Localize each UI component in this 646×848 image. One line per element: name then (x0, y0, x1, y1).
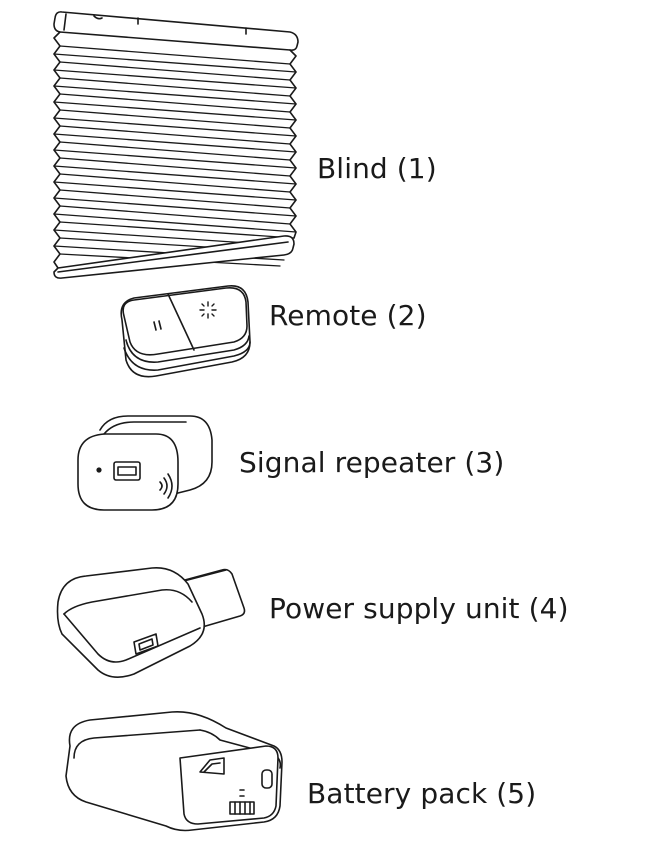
power-supply-icon (52, 562, 248, 682)
part-label: Signal repeater (3) (239, 446, 505, 479)
battery-pack-icon (60, 710, 286, 834)
part-label: Remote (2) (269, 299, 427, 332)
blind-icon (40, 6, 310, 282)
signal-repeater-icon (74, 412, 216, 516)
part-label: Power supply unit (4) (269, 592, 569, 625)
remote-icon (112, 280, 254, 382)
part-label: Blind (1) (317, 152, 437, 185)
part-label: Battery pack (5) (307, 777, 537, 810)
